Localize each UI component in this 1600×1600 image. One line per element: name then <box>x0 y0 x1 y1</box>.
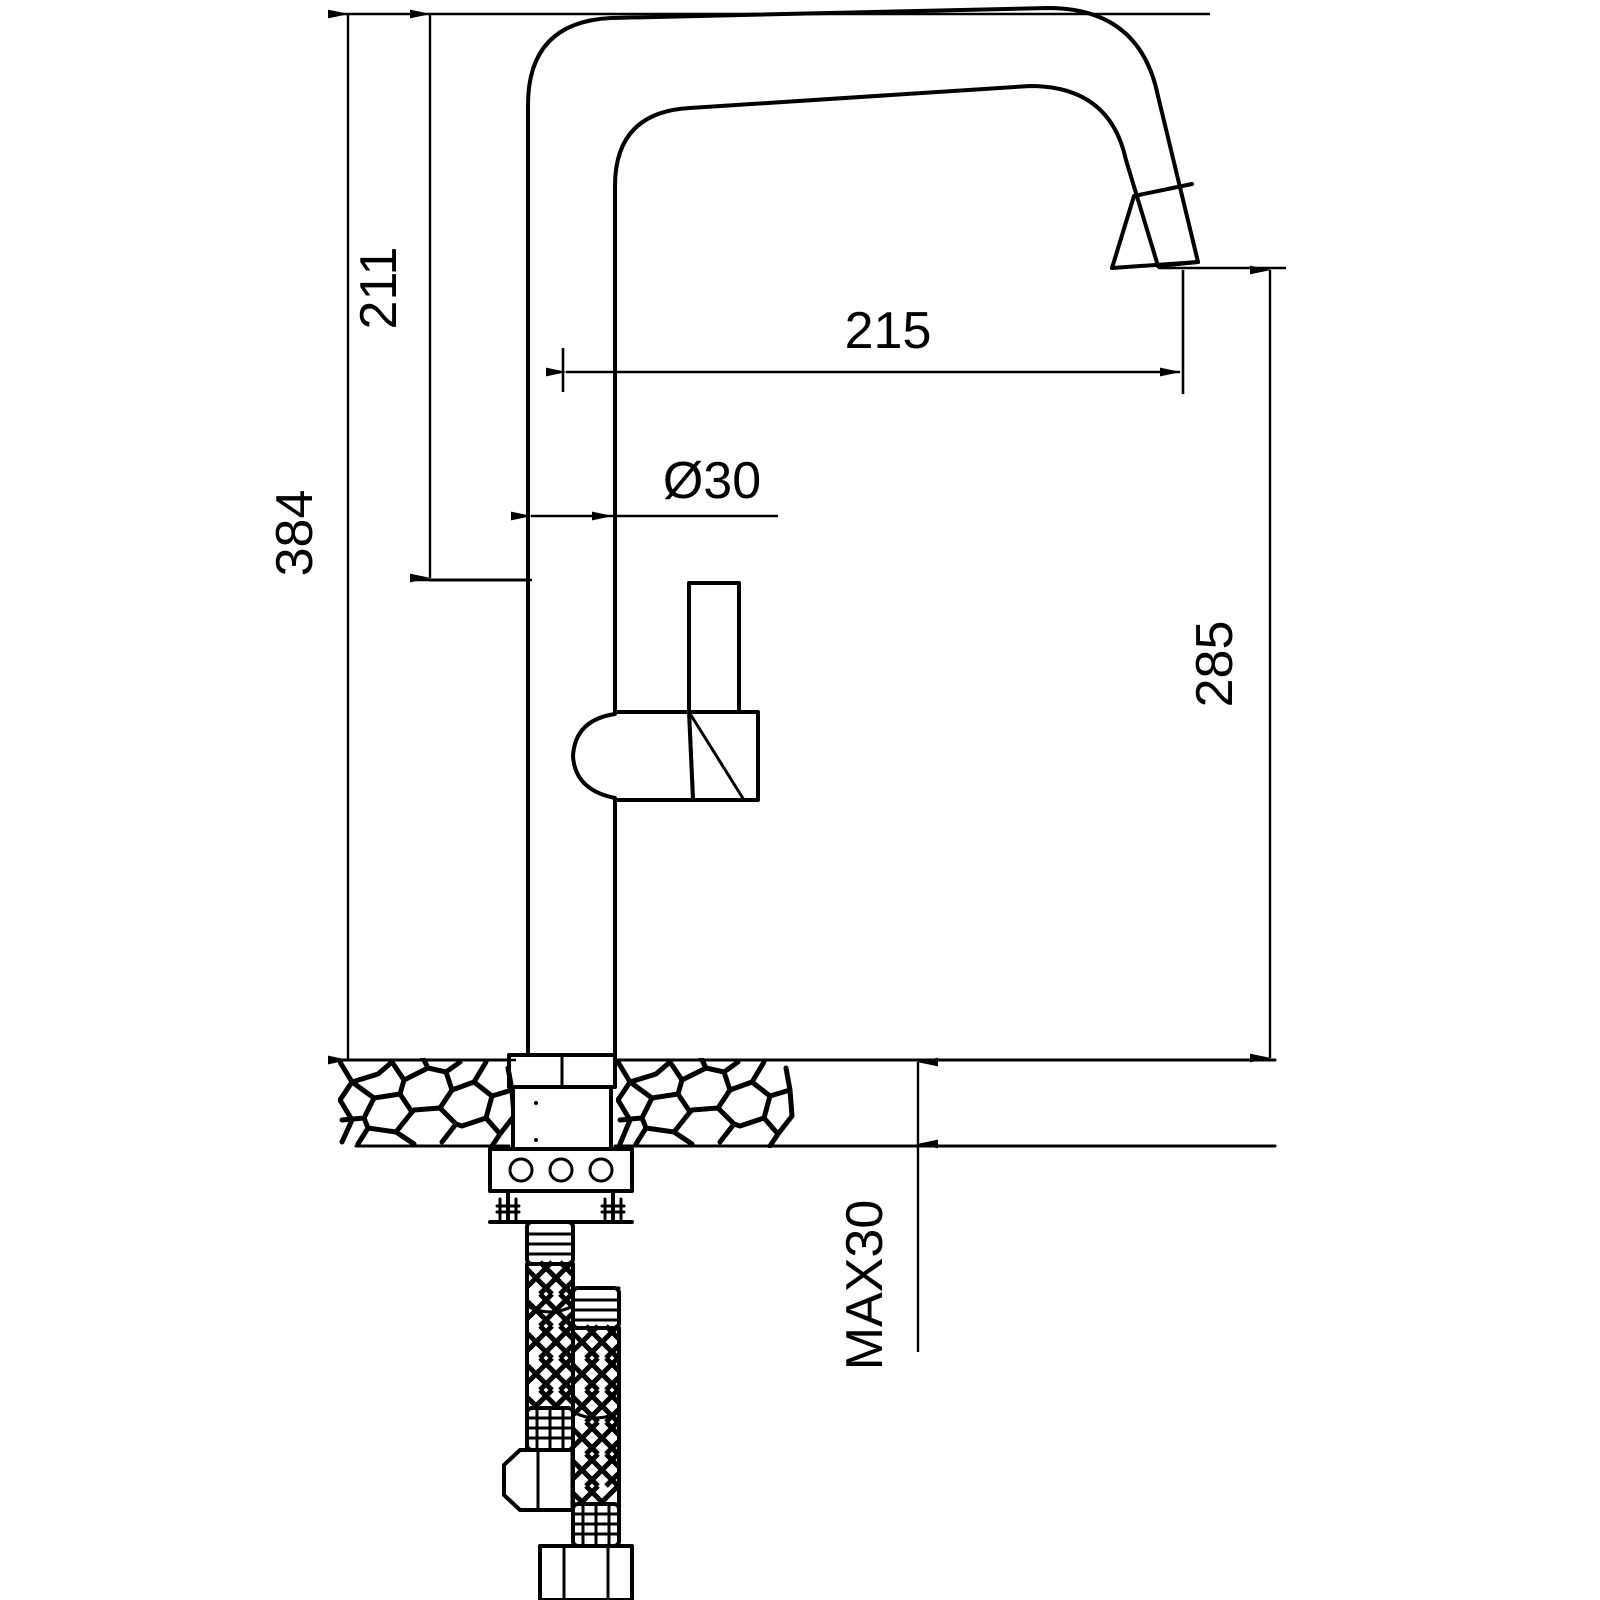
dimension-label-285: 285 <box>1186 621 1244 708</box>
dimension-label-384: 384 <box>266 490 324 577</box>
dimension-label-max30: MAX30 <box>836 1200 894 1371</box>
dimension-label-diameter-30: Ø30 <box>663 452 761 510</box>
dimension-215: 215 <box>546 270 1185 394</box>
countertop <box>336 1058 1277 1148</box>
lever-handle <box>571 581 760 802</box>
dimension-label-211: 211 <box>350 247 408 330</box>
stone-hatch-left <box>338 1058 516 1148</box>
base-flange <box>507 1053 617 1089</box>
supply-hose-right <box>538 1286 634 1600</box>
shank <box>511 1085 613 1151</box>
dimension-label-215: 215 <box>845 302 932 360</box>
supply-hose-left <box>502 1220 587 1512</box>
dimension-diameter-30: Ø30 <box>511 452 778 521</box>
mounting-bracket <box>488 1147 634 1193</box>
dimension-384: 384 <box>266 9 1210 1065</box>
dimension-211: 211 <box>350 9 532 583</box>
dimension-max30: MAX30 <box>836 1057 938 1371</box>
stone-hatch-right <box>616 1058 795 1148</box>
threaded-studs <box>488 1189 634 1224</box>
dimension-285: 285 <box>1158 265 1286 1063</box>
spout-arch <box>526 6 1200 1057</box>
aerator <box>1110 182 1200 270</box>
